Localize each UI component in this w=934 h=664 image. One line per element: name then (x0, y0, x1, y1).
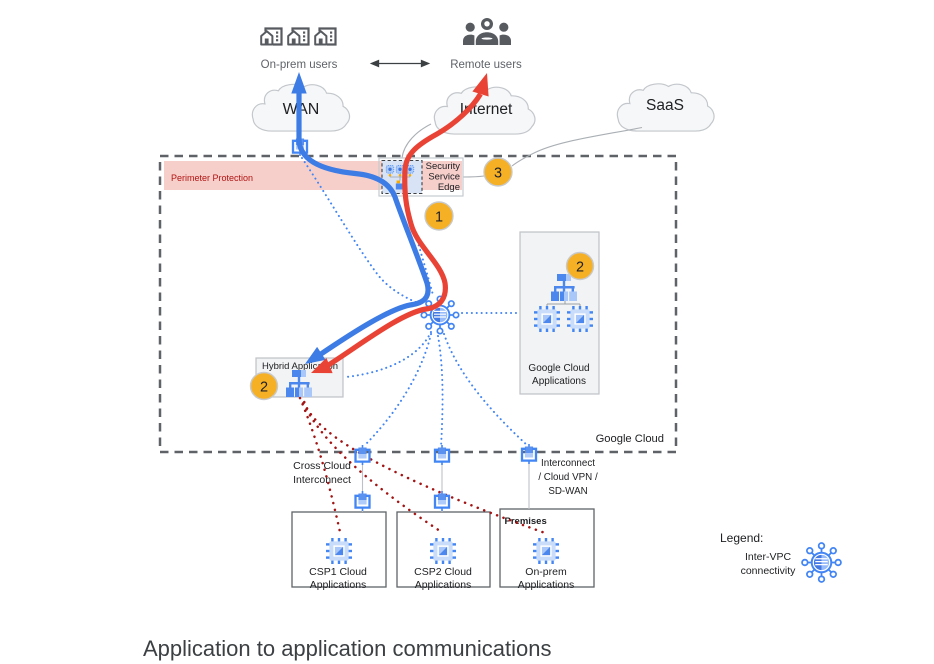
svg-text:Premises: Premises (505, 516, 547, 527)
svg-text:Remote users: Remote users (450, 59, 522, 71)
svg-text:CSP1 Cloud: CSP1 Cloud (309, 566, 367, 578)
svg-text:SD-WAN: SD-WAN (548, 486, 587, 497)
svg-text:Security: Security (426, 161, 461, 172)
svg-text:Interconnect: Interconnect (541, 458, 595, 469)
svg-text:Google Cloud: Google Cloud (528, 363, 589, 374)
svg-text:Google Cloud: Google Cloud (596, 433, 664, 445)
svg-text:connectivity: connectivity (741, 565, 797, 577)
svg-text:Hybrid Application: Hybrid Application (262, 361, 338, 372)
svg-text:On-prem users: On-prem users (261, 59, 338, 71)
svg-text:Applications: Applications (518, 579, 575, 591)
svg-text:Cross Cloud: Cross Cloud (293, 460, 351, 472)
svg-text:Applications: Applications (310, 579, 367, 591)
svg-text:Service: Service (428, 172, 460, 183)
svg-text:Perimeter Protection: Perimeter Protection (171, 173, 253, 183)
svg-text:Applications: Applications (415, 579, 472, 591)
svg-text:Legend:: Legend: (720, 531, 763, 545)
svg-text:Interconnect: Interconnect (293, 474, 351, 486)
svg-text:2: 2 (260, 380, 268, 396)
svg-text:2: 2 (576, 260, 584, 276)
svg-text:On-prem: On-prem (525, 566, 567, 578)
svg-text:/ Cloud VPN /: / Cloud VPN / (538, 472, 598, 483)
svg-text:Application to application com: Application to application communication… (143, 636, 551, 661)
svg-text:SaaS: SaaS (646, 97, 684, 114)
svg-text:CSP2 Cloud: CSP2 Cloud (414, 566, 472, 578)
svg-text:Edge: Edge (438, 182, 460, 193)
svg-text:Inter-VPC: Inter-VPC (745, 551, 792, 563)
svg-text:3: 3 (494, 166, 502, 182)
svg-text:Applications: Applications (532, 376, 586, 387)
svg-text:1: 1 (435, 210, 443, 226)
